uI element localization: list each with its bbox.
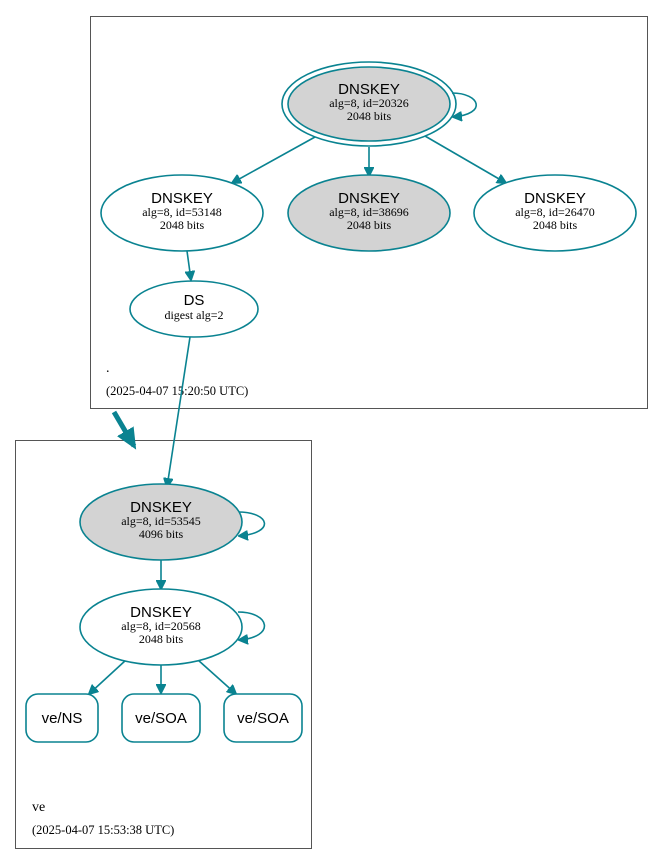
ve-ksk-node[interactable]: DNSKEY alg=8, id=53545 4096 bits [79, 483, 243, 561]
ve-zone-timestamp: (2025-04-07 15:53:38 UTC) [32, 823, 174, 837]
ve-edges [89, 336, 266, 694]
root-zsk2-type: DNSKEY [338, 190, 400, 207]
ve-zsk-node[interactable]: DNSKEY alg=8, id=20568 2048 bits [79, 588, 243, 666]
root-ksk-node[interactable]: DNSKEY alg=8, id=20326 2048 bits [281, 61, 457, 147]
root-zsk1-desc: alg=8, id=53148 [142, 205, 222, 219]
ve-zsk-desc: alg=8, id=20568 [121, 619, 201, 633]
rrset-soa-label: ve/SOA [237, 710, 289, 727]
ve-zone-name: ve [32, 800, 45, 815]
ve-ksk-self-edge [238, 511, 266, 536]
root-zsk1-node[interactable]: DNSKEY alg=8, id=53148 2048 bits [100, 174, 264, 252]
root-ksk-bits: 2048 bits [347, 109, 392, 123]
ve-ksk-type: DNSKEY [130, 499, 192, 516]
ve-zsk-type: DNSKEY [130, 604, 192, 621]
root-zsk2-desc: alg=8, id=38696 [329, 205, 409, 219]
rrset-ns-label: ve/NS [42, 710, 83, 727]
ds-node[interactable]: DS digest alg=2 [129, 280, 259, 338]
edge-zsk1-to-ds [187, 250, 191, 280]
rrset-soa-node[interactable]: ve/SOA [223, 693, 303, 743]
ds-type: DS [184, 292, 205, 309]
root-zsk3-type: DNSKEY [524, 190, 586, 207]
root-ksk-desc: alg=8, id=20326 [329, 96, 409, 110]
root-ksk-self-edge [452, 92, 477, 117]
root-zsk2-bits: 2048 bits [347, 218, 392, 232]
root-zsk2-node[interactable]: DNSKEY alg=8, id=38696 2048 bits [287, 174, 451, 252]
root-ksk-type: DNSKEY [338, 81, 400, 98]
edge-ve-zsk-to-ns [89, 659, 127, 694]
edge-root-ksk-to-zsk3 [424, 135, 506, 183]
root-zone-timestamp: (2025-04-07 15:20:50 UTC) [106, 384, 248, 398]
root-zone-name: . [106, 361, 110, 376]
edge-root-ksk-to-zsk1 [232, 136, 316, 183]
root-zsk1-bits: 2048 bits [160, 218, 205, 232]
rrset-ns-node[interactable]: ve/NS [25, 693, 99, 743]
root-edges [187, 92, 506, 280]
root-zsk3-bits: 2048 bits [533, 218, 578, 232]
ve-ksk-desc: alg=8, id=53545 [121, 514, 201, 528]
edge-ve-zsk-to-soa2 [197, 659, 236, 694]
rrset-soa-label: ve/SOA [135, 710, 187, 727]
ve-zsk-self-edge [238, 611, 266, 640]
root-zsk3-node[interactable]: DNSKEY alg=8, id=26470 2048 bits [473, 174, 637, 252]
ve-zsk-bits: 2048 bits [139, 632, 184, 646]
root-zsk3-desc: alg=8, id=26470 [515, 205, 595, 219]
root-zsk1-type: DNSKEY [151, 190, 213, 207]
ds-desc: digest alg=2 [164, 308, 223, 322]
ve-ksk-bits: 4096 bits [139, 527, 184, 541]
edge-ds-to-ve-ksk [167, 336, 191, 487]
delegation-arrow [111, 410, 137, 446]
rrset-soa-node[interactable]: ve/SOA [121, 693, 201, 743]
